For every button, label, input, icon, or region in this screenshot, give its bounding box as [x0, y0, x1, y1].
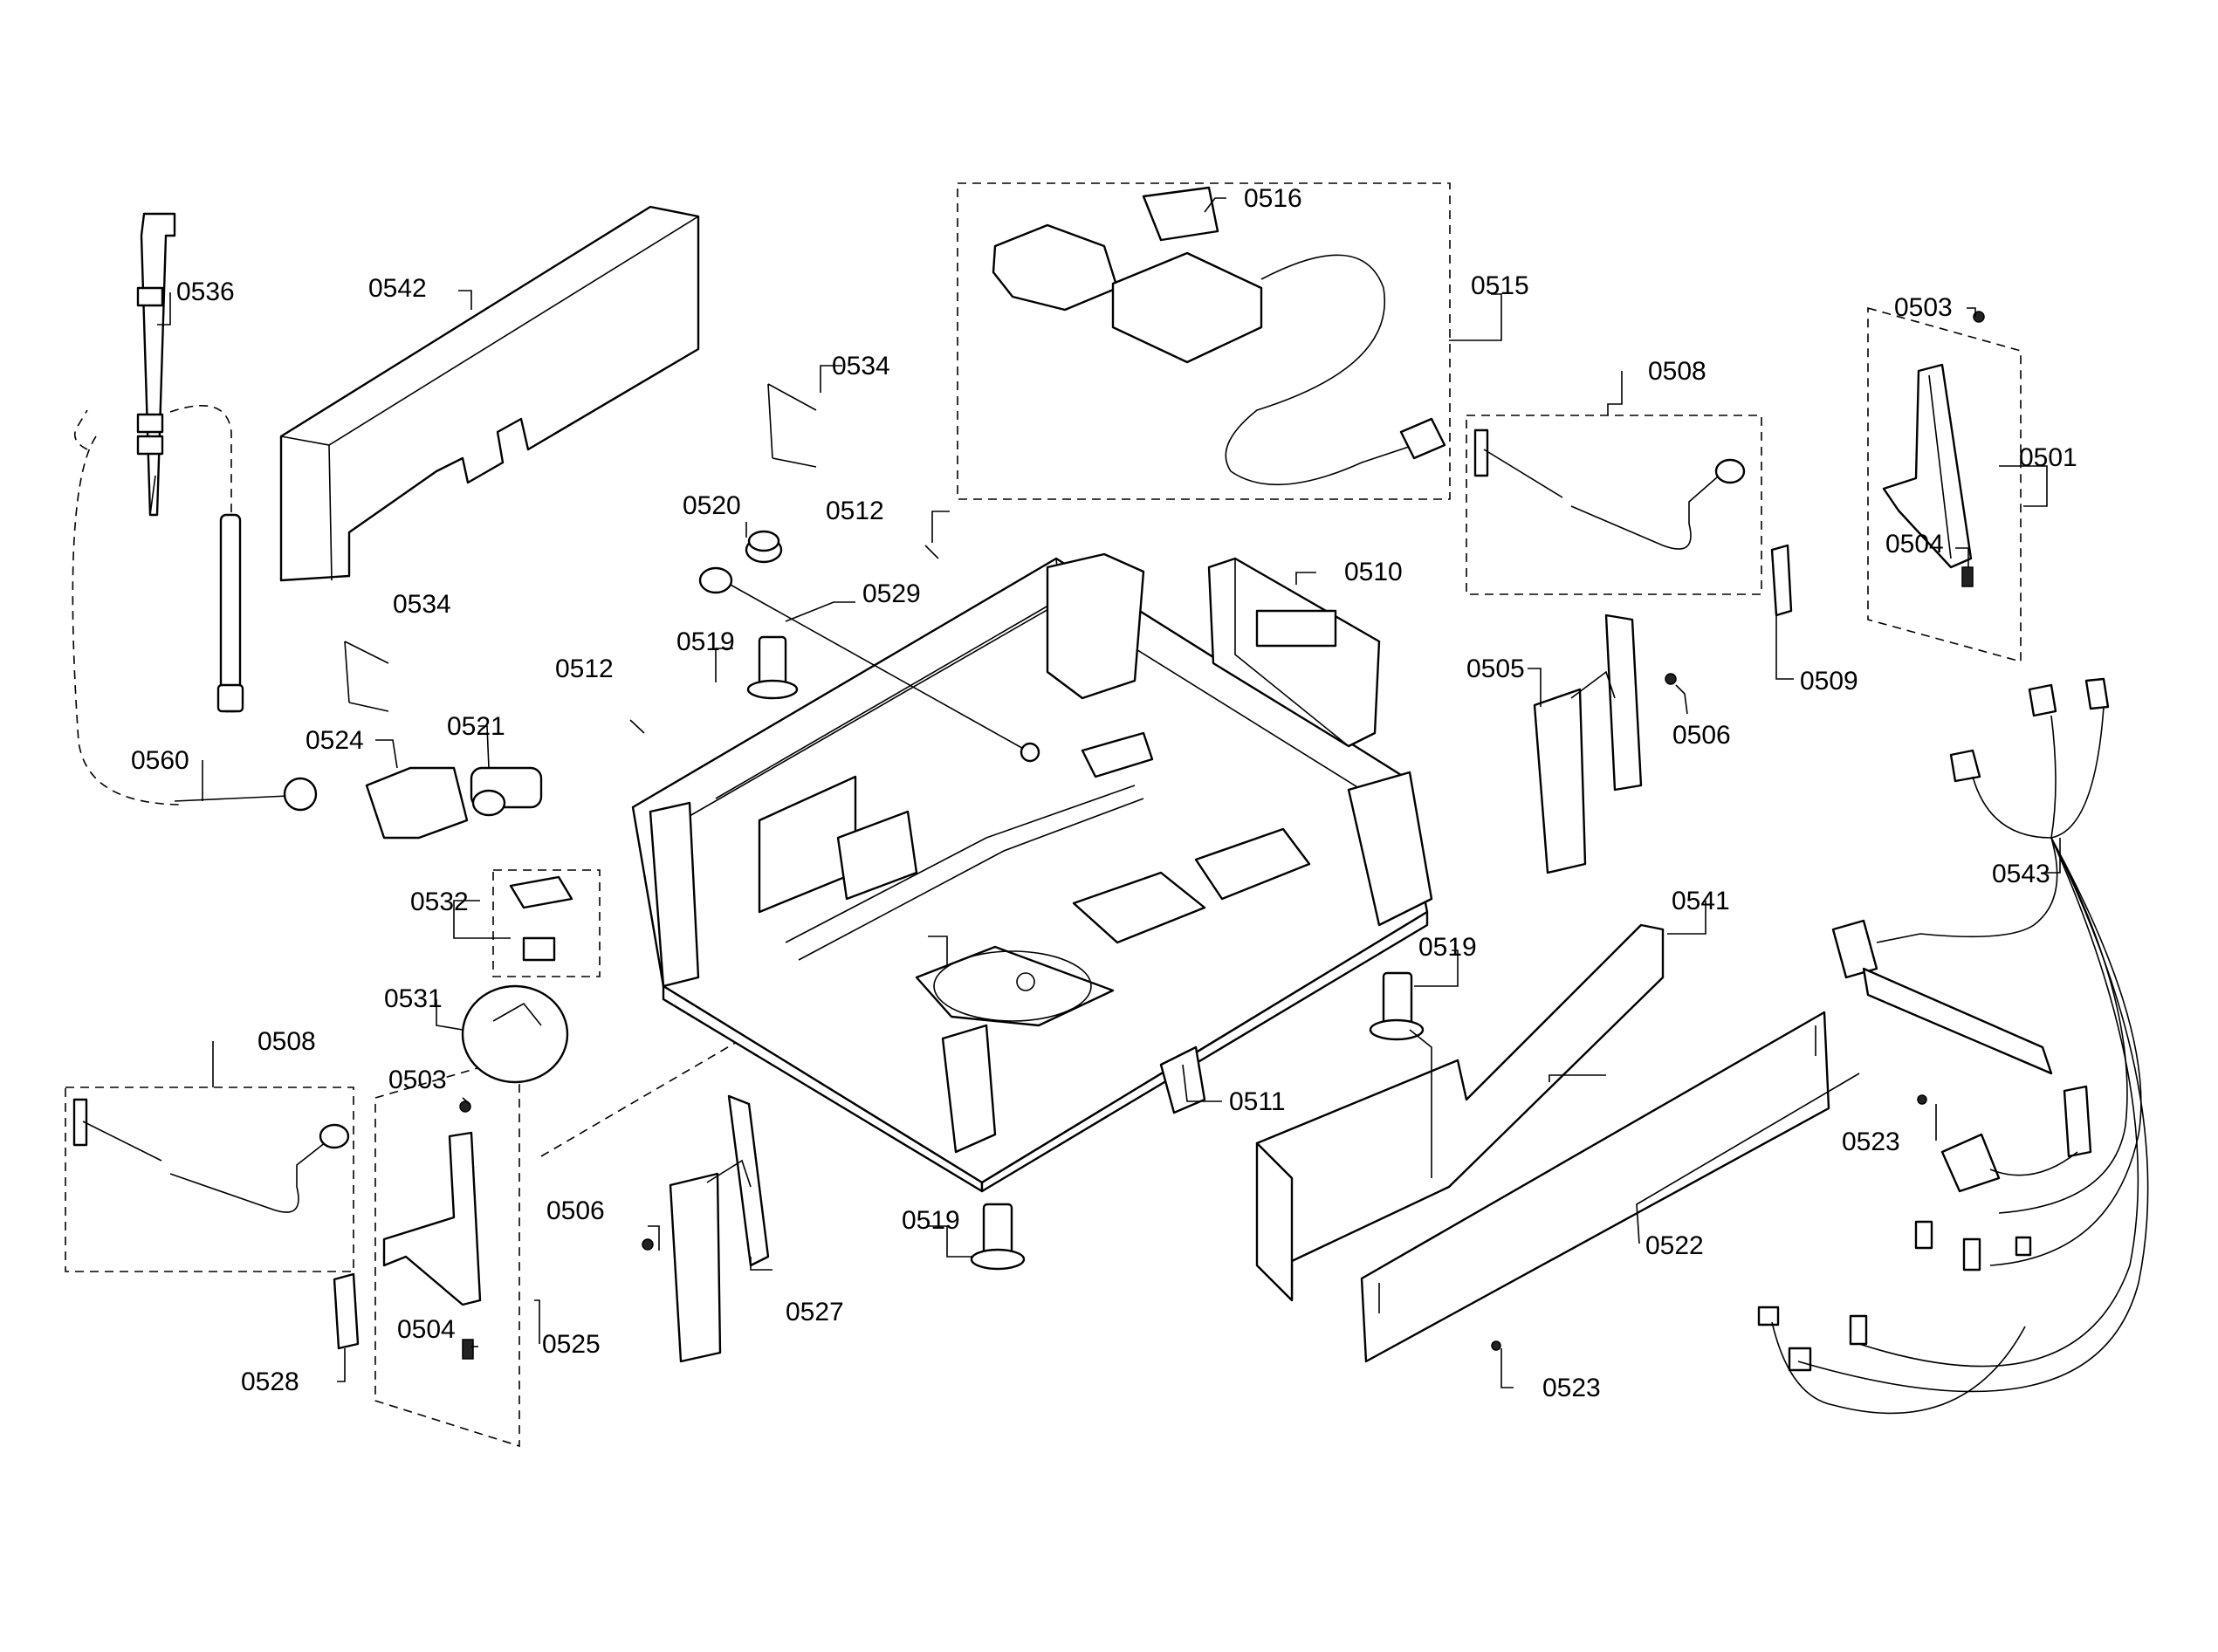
part-0503-screw-lower: [459, 1100, 471, 1113]
label-0519: 0519: [676, 627, 735, 656]
label-0531: 0531: [384, 984, 443, 1013]
part-0510-module: [1207, 557, 1381, 748]
part-0536-rail: [136, 212, 176, 517]
part-labels: 0536 0542 0534 0534 0520 0512 0512 0529 …: [131, 184, 2077, 1402]
part-0504-spring-lower: [462, 1339, 474, 1360]
part-0524-latch: [365, 766, 469, 840]
part-0520-knob: [745, 530, 783, 564]
label-0523: 0523: [1842, 1128, 1900, 1156]
label-0519: 0519: [902, 1206, 960, 1235]
label-0532: 0532: [410, 888, 469, 916]
group-box-0508-lower: [65, 1086, 354, 1272]
label-0541: 0541: [1672, 887, 1730, 915]
part-0508-upper: [1473, 428, 1746, 550]
part-0512-screw-b: [629, 719, 645, 734]
part-0508-lower: [72, 1098, 350, 1213]
label-0504: 0504: [1885, 530, 1944, 559]
label-0524: 0524: [306, 726, 364, 755]
part-0523-screw-lower: [1491, 1340, 1501, 1351]
label-0527: 0527: [786, 1298, 844, 1326]
part-0501-hinge: [1882, 363, 1973, 569]
part-0529-rod: [698, 566, 1040, 763]
part-0506-screw-upper: [1665, 673, 1677, 685]
label-0536: 0536: [176, 278, 235, 306]
group-box-0525: [374, 1054, 520, 1448]
part-0543-harness: [1757, 677, 2149, 1415]
part-0541-panel: [1255, 923, 1665, 1302]
label-0516: 0516: [1244, 184, 1302, 213]
group-box-0508-upper: [1466, 415, 1762, 595]
label-0525: 0525: [542, 1330, 601, 1359]
group-box-0532: [492, 869, 601, 977]
group-box-0501: [1867, 306, 2022, 663]
label-0560: 0560: [131, 746, 189, 775]
label-0508: 0508: [1648, 357, 1706, 386]
part-0522-panel: [1360, 1011, 1830, 1363]
part-0534-clip-lower: [344, 641, 389, 712]
part-0534-clip-upper: [767, 383, 817, 468]
label-0508: 0508: [258, 1027, 316, 1056]
label-0543: 0543: [1992, 860, 2050, 888]
part-0519-foot-a: [746, 635, 799, 700]
label-0534: 0534: [393, 590, 451, 619]
part-0528-clip: [333, 1272, 360, 1350]
part-0532-switch: [509, 875, 573, 962]
part-0505-bracket: [1533, 614, 1643, 874]
label-0512: 0512: [555, 655, 614, 683]
part-0516-pump: [992, 186, 1446, 486]
part-0525-hinge: [382, 1131, 482, 1306]
group-box-0515: [957, 182, 1451, 500]
leader-lines: [157, 197, 2061, 1388]
label-0503: 0503: [388, 1066, 447, 1094]
part-0519-foot-b: [1369, 971, 1425, 1041]
label-0506: 0506: [1672, 721, 1731, 750]
part-0512-screw-a: [924, 545, 939, 559]
label-0509: 0509: [1800, 667, 1858, 696]
label-0506: 0506: [546, 1196, 605, 1225]
label-0504: 0504: [397, 1315, 456, 1344]
part-0536-tube: [216, 513, 244, 713]
part-0504-spring-upper: [1961, 566, 1974, 587]
connector-dash-0536: [73, 409, 88, 450]
label-0519: 0519: [1418, 933, 1477, 962]
part-0527-bracket: [669, 1094, 770, 1363]
part-0542-panel: [279, 205, 700, 582]
part-0519-foot-c: [970, 1203, 1026, 1271]
label-0528: 0528: [241, 1368, 299, 1396]
part-0521-valve: [470, 766, 543, 817]
part-0531-disc: [461, 984, 569, 1084]
label-0505: 0505: [1466, 655, 1525, 683]
part-0523-screw-upper: [1917, 1094, 1927, 1105]
label-0523: 0523: [1542, 1374, 1601, 1402]
label-0515: 0515: [1471, 271, 1529, 300]
part-0503-screw-upper: [1973, 311, 1985, 323]
label-0501: 0501: [2019, 443, 2077, 472]
label-0521: 0521: [447, 712, 505, 741]
label-0529: 0529: [862, 579, 921, 608]
label-0503: 0503: [1894, 293, 1953, 322]
label-0511: 0511: [1229, 1087, 1286, 1116]
group-boxes: [65, 182, 2022, 1448]
part-0560-pin: [174, 777, 318, 812]
label-0522: 0522: [1645, 1231, 1704, 1260]
label-0520: 0520: [683, 491, 741, 520]
part-0506-screw-lower: [642, 1238, 654, 1251]
base-tub: [631, 552, 1433, 1193]
part-0509-clip: [1770, 544, 1793, 617]
label-0510: 0510: [1344, 558, 1403, 586]
label-0542: 0542: [368, 274, 427, 303]
label-0512: 0512: [826, 497, 884, 525]
label-0534: 0534: [832, 352, 890, 380]
